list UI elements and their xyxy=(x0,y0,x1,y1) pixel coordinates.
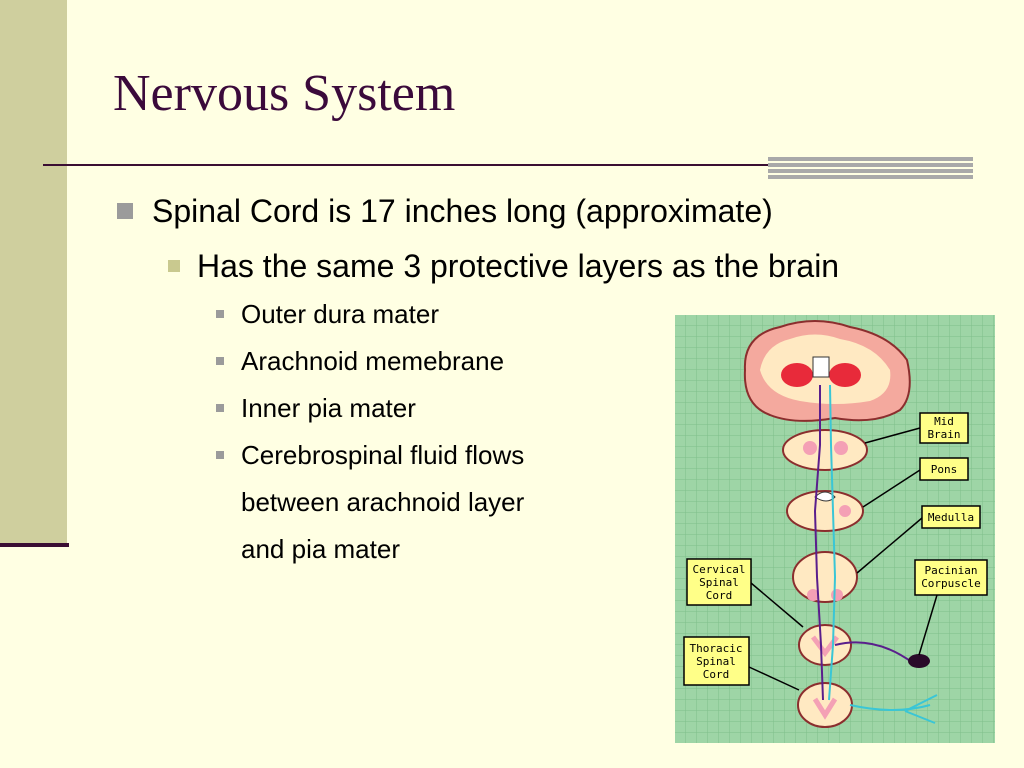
label-line: Medulla xyxy=(928,511,974,524)
nerve-pathway-purple xyxy=(813,385,824,701)
label-pacinian-corpuscle: Pacinian Corpuscle xyxy=(914,559,988,656)
title-underline xyxy=(43,164,773,166)
medulla-section xyxy=(792,551,858,603)
nerve-pathway-cyan xyxy=(828,384,837,701)
pacinian-corpuscle-shape xyxy=(908,654,930,668)
label-line: Cord xyxy=(703,668,730,681)
thoracic-cord-section xyxy=(797,682,853,728)
title-accent-stripes xyxy=(768,157,973,179)
brain-section xyxy=(743,320,911,422)
square-bullet-icon xyxy=(216,357,224,365)
square-bullet-icon xyxy=(216,451,224,459)
square-bullet-icon xyxy=(216,310,224,318)
label-line: Cervical xyxy=(693,563,746,576)
peripheral-nerve-endings xyxy=(849,694,938,724)
label-line: Brain xyxy=(927,428,960,441)
label-medulla: Medulla xyxy=(856,505,981,574)
label-line: Pacinian xyxy=(925,564,978,577)
bullet-continuation-line: and pia mater xyxy=(241,534,400,564)
square-bullet-icon xyxy=(216,404,224,412)
label-line: Corpuscle xyxy=(921,577,981,590)
label-thoracic-spinal-cord: Thoracic Spinal Cord xyxy=(683,636,800,691)
label-line: Mid xyxy=(934,415,954,428)
bullet-text: Inner pia mater xyxy=(241,393,416,423)
pons-section xyxy=(786,490,864,532)
mid-brain-section xyxy=(782,429,868,471)
square-bullet-icon xyxy=(117,203,133,219)
cervical-cord-section xyxy=(798,624,852,666)
label-line: Thoracic xyxy=(690,642,743,655)
label-cervical-spinal-cord: Cervical Spinal Cord xyxy=(686,558,804,628)
bullet-continuation-line: between arachnoid layer xyxy=(241,487,525,517)
spinal-cord-diagram: Mid Brain Pons Medulla Cervical Spinal C… xyxy=(675,315,995,743)
left-side-band xyxy=(0,0,67,545)
label-mid-brain: Mid Brain xyxy=(864,412,969,444)
nerve-to-corpuscle xyxy=(834,641,914,664)
bullet-text: Has the same 3 protective layers as the … xyxy=(197,248,840,284)
label-line: Spinal xyxy=(699,576,739,589)
label-line: Pons xyxy=(931,463,958,476)
bullet-text: Arachnoid memebrane xyxy=(241,346,505,376)
label-line: Spinal xyxy=(696,655,736,668)
slide-title: Nervous System xyxy=(113,65,456,122)
bullet-text: Outer dura mater xyxy=(241,299,439,329)
bullet-text: Cerebrospinal fluid flows xyxy=(241,440,525,470)
label-pons: Pons xyxy=(862,457,969,508)
left-band-rule xyxy=(0,543,69,547)
square-bullet-icon xyxy=(168,260,180,272)
label-line: Cord xyxy=(706,589,733,602)
bullet-text: Spinal Cord is 17 inches long (approxima… xyxy=(152,193,773,229)
